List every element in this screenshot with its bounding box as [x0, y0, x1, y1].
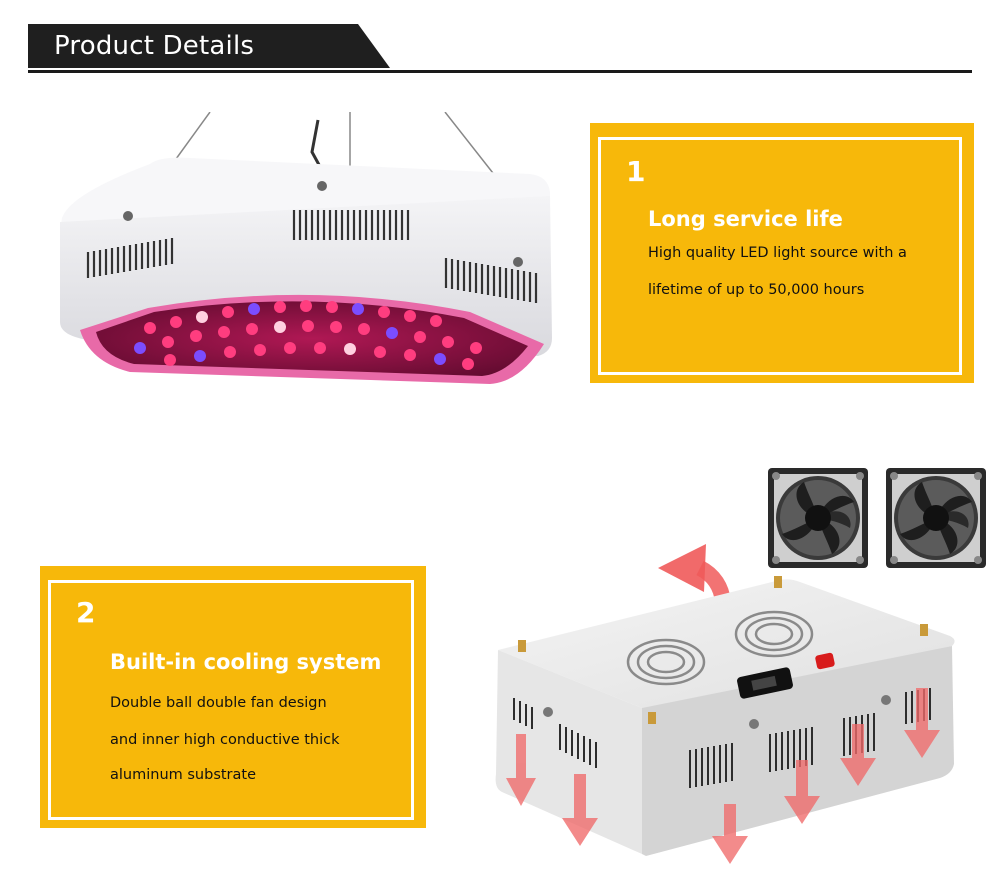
feature-description-line: Double ball double fan design: [110, 695, 327, 711]
cooling-fan-icon: [886, 468, 986, 568]
feature-number: 2: [76, 596, 96, 629]
header-divider: [28, 70, 972, 73]
feature-description-line: lifetime of up to 50,000 hours: [648, 282, 865, 298]
feature-description-line: High quality LED light source with a: [648, 245, 907, 261]
cooling-fan-icon: [768, 468, 868, 568]
feature-title: Long service life: [648, 207, 843, 231]
feature-description-line: aluminum substrate: [110, 767, 257, 783]
feature-number: 1: [626, 155, 646, 188]
page-title: Product Details: [54, 31, 255, 61]
feature-description-line: and inner high conductive thick: [110, 732, 340, 748]
header-tab: [28, 24, 390, 68]
led-grow-light-image: [60, 112, 552, 384]
feature-card-long-service-life: 1 Long service life High quality LED lig…: [590, 123, 974, 383]
feature-card-cooling-system: 2 Built-in cooling system Double ball do…: [40, 566, 426, 828]
grow-light-back-panel-image: [495, 576, 955, 864]
card-frame: [48, 580, 414, 820]
feature-title: Built-in cooling system: [110, 650, 382, 674]
card-frame: [598, 137, 962, 375]
